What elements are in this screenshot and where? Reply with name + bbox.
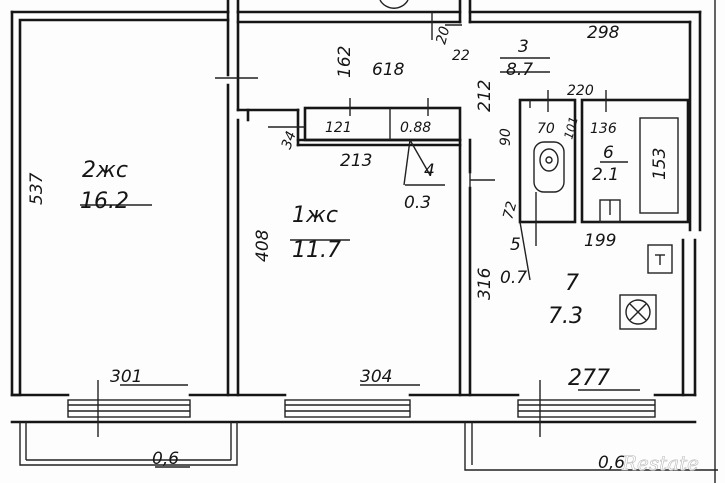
- dim-301: 301: [110, 367, 142, 387]
- room4-number: 4: [424, 161, 435, 181]
- bottom-wall: [10, 393, 697, 424]
- room5-number: 5: [510, 235, 521, 255]
- dim-72: 72: [500, 200, 520, 221]
- sink-icon: [647, 244, 673, 274]
- room5-area: 0.7: [500, 268, 527, 288]
- dim-101: 101: [561, 115, 580, 141]
- dim-220: 220: [567, 83, 594, 99]
- dim-153: 153: [650, 148, 670, 180]
- room4-area: 0.3: [404, 193, 431, 213]
- outer-walls: [10, 0, 716, 483]
- window-kitchen: [517, 399, 656, 418]
- room1-area: 11.7: [292, 238, 341, 263]
- room3-number: 3: [518, 37, 529, 57]
- room3-area: 8.7: [506, 60, 533, 80]
- stove-icon: [619, 294, 657, 330]
- dim-199: 199: [584, 231, 616, 251]
- dim-298: 298: [587, 23, 620, 43]
- dim-537: 537: [27, 172, 47, 205]
- closet: [303, 98, 462, 186]
- dim-balcony-right: 0,6: [598, 453, 625, 473]
- balcony-left: [19, 422, 238, 466]
- dim-22: 22: [452, 48, 470, 64]
- dim-90: 90: [498, 128, 514, 146]
- room6-area: 2.1: [592, 165, 619, 185]
- dim-213: 213: [340, 151, 372, 171]
- dim-212: 212: [475, 80, 495, 112]
- dim-121: 121: [325, 120, 352, 136]
- dim-34: 34: [279, 129, 300, 151]
- room7-area: 7.3: [548, 304, 583, 329]
- dim-balcony-left: 0,6: [152, 449, 179, 469]
- dim-70: 70: [537, 121, 555, 137]
- dim-277: 277: [568, 366, 610, 391]
- dim-618: 618: [372, 60, 405, 80]
- room2-area: 16.2: [80, 189, 129, 214]
- dim-316: 316: [475, 267, 495, 300]
- balcony-right: [464, 422, 718, 471]
- watermark-text: Restate: [621, 451, 699, 475]
- room7-number: 7: [565, 271, 579, 296]
- dim-304: 304: [360, 367, 392, 387]
- dim-162: 162: [335, 46, 355, 78]
- bathroom-block: [518, 90, 690, 224]
- window-room1: [284, 399, 411, 418]
- window-room2: [67, 399, 191, 418]
- dim-20: 20: [433, 25, 453, 46]
- room2-number: 2жс: [82, 158, 128, 183]
- room1-number: 1жс: [292, 203, 338, 228]
- door-arc: [379, 0, 409, 9]
- dim-088: 0.88: [400, 120, 431, 136]
- room6-number: 6: [603, 143, 614, 163]
- dim-136: 136: [590, 121, 617, 137]
- dim-408: 408: [253, 229, 273, 262]
